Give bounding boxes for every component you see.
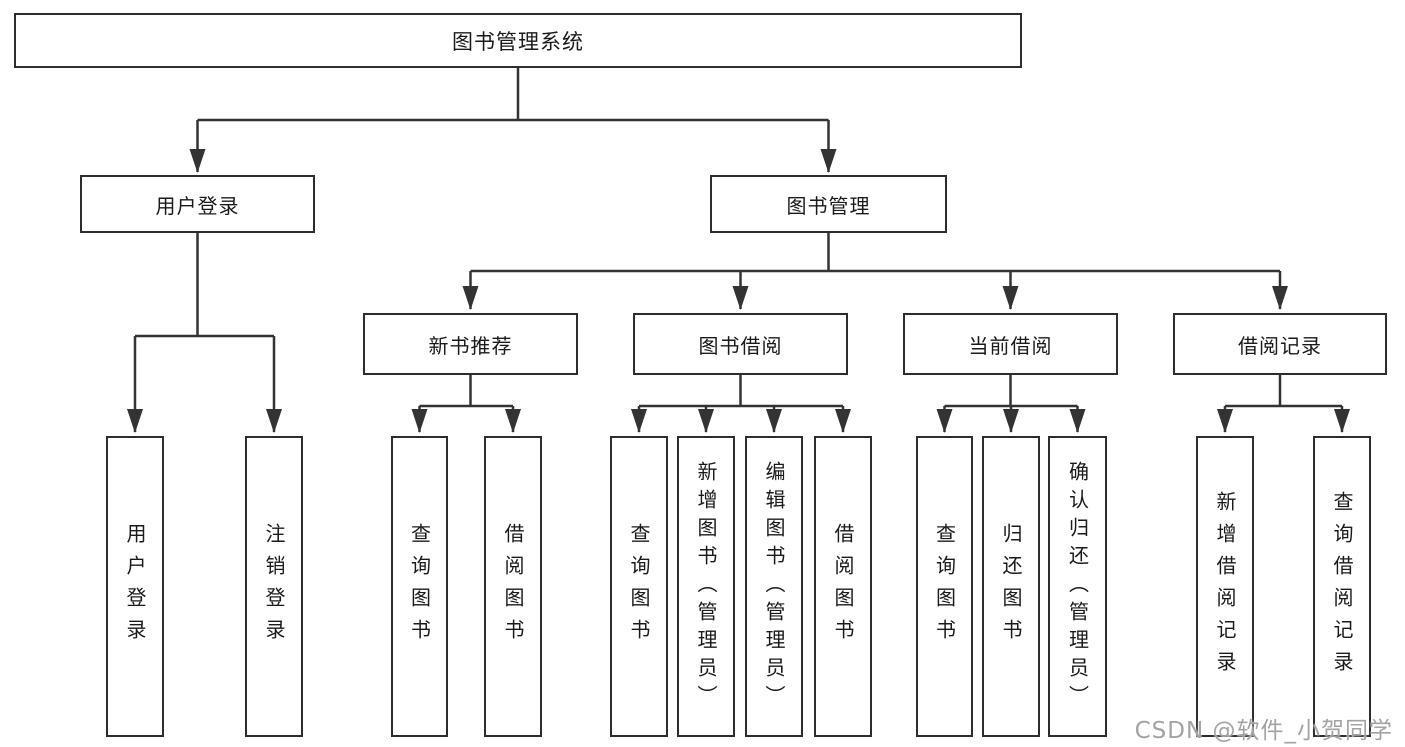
leaf-label: 查询借阅记录 xyxy=(1330,490,1354,683)
leaf-borrow-query-books: 查询图书 xyxy=(610,436,668,737)
leaf-current-return-books: 归还图书 xyxy=(982,436,1040,737)
watermark: CSDN @软件_小贺同学 xyxy=(1134,718,1393,744)
node-book-management: 图书管理 xyxy=(710,175,947,233)
leaf-label: 新增图书（管理员） xyxy=(694,460,718,713)
leaf-label: 新增借阅记录 xyxy=(1213,490,1237,683)
leaf-label: 注销登录 xyxy=(262,522,286,651)
node-label: 新书推荐 xyxy=(428,333,513,358)
node-label: 图书借阅 xyxy=(698,333,783,358)
leaf-label: 归还图书 xyxy=(999,522,1023,651)
leaf-current-query-books: 查询图书 xyxy=(916,436,973,737)
leaf-logout: 注销登录 xyxy=(245,436,303,737)
leaf-borrow-edit-books-admin: 编辑图书（管理员） xyxy=(745,436,803,737)
leaf-recommend-borrow-books: 借阅图书 xyxy=(484,436,542,737)
leaf-recommend-query-books: 查询图书 xyxy=(391,436,448,737)
leaf-label: 编辑图书（管理员） xyxy=(762,460,786,713)
leaf-records-add-borrow-record: 新增借阅记录 xyxy=(1196,436,1254,737)
connector-skeleton xyxy=(135,68,1342,408)
leaf-records-query-borrow-record: 查询借阅记录 xyxy=(1313,436,1371,737)
node-book-borrow: 图书借阅 xyxy=(633,313,848,375)
leaf-label: 查询图书 xyxy=(932,522,957,651)
leaf-label: 查询图书 xyxy=(407,522,432,651)
node-label: 图书管理系统 xyxy=(452,29,584,54)
leaf-label: 确认归还（管理员） xyxy=(1065,460,1090,713)
node-current-borrow: 当前借阅 xyxy=(903,313,1118,375)
node-label: 当前借阅 xyxy=(968,333,1053,358)
leaf-label: 借阅图书 xyxy=(501,522,525,651)
leaf-label: 查询图书 xyxy=(627,522,651,651)
node-new-book-recommend: 新书推荐 xyxy=(363,313,578,375)
leaf-borrow-add-books-admin: 新增图书（管理员） xyxy=(677,436,735,737)
node-library-management-system: 图书管理系统 xyxy=(14,13,1022,68)
leaf-current-confirm-return-admin: 确认归还（管理员） xyxy=(1048,436,1107,737)
node-label: 借阅记录 xyxy=(1238,333,1322,358)
node-label: 图书管理 xyxy=(786,193,871,218)
leaf-label: 用户登录 xyxy=(123,522,147,651)
leaf-borrow-borrow-books: 借阅图书 xyxy=(814,436,872,737)
node-label: 用户登录 xyxy=(155,193,240,218)
leaf-label: 借阅图书 xyxy=(831,522,855,651)
node-borrow-records: 借阅记录 xyxy=(1173,313,1387,375)
node-user-login: 用户登录 xyxy=(80,175,315,233)
leaf-user-login: 用户登录 xyxy=(106,436,164,737)
